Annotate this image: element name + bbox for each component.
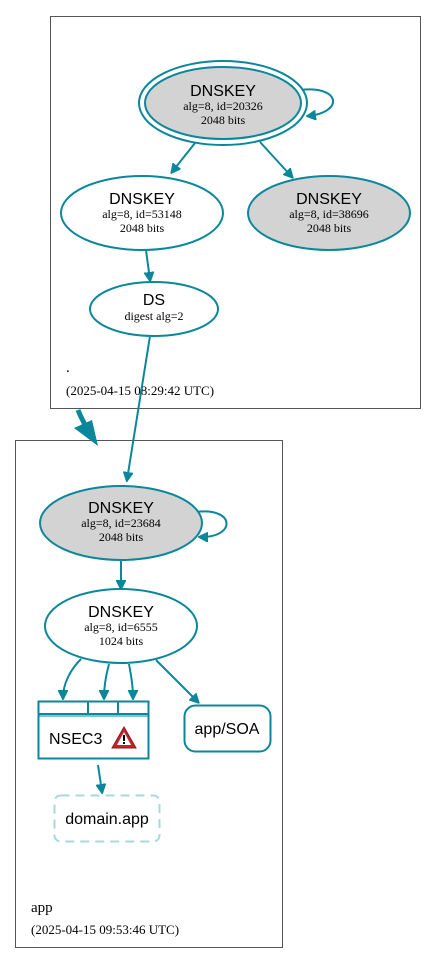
app-zone-timestamp: (2025-04-15 09:53:46 UTC) bbox=[31, 922, 179, 937]
root-zone-timestamp: (2025-04-15 08:29:42 UTC) bbox=[66, 383, 214, 398]
edges bbox=[63, 88, 335, 792]
node-app-ksk-title: DNSKEY bbox=[88, 500, 154, 517]
edge-53148-to-ds bbox=[146, 249, 150, 280]
node-root-dnskey-53148[interactable]: DNSKEY alg=8, id=53148 2048 bits bbox=[60, 175, 224, 251]
node-domain-app[interactable]: domain.app bbox=[53, 794, 161, 843]
node-nsec3-title: NSEC3 bbox=[49, 731, 102, 748]
app-zone-name: app bbox=[31, 900, 53, 916]
edge-root-ksk-to-53148 bbox=[172, 142, 196, 172]
edge-zsk-to-soa bbox=[155, 659, 198, 702]
node-root-ksk-line2: 2048 bits bbox=[201, 113, 246, 127]
node-nsec3[interactable]: NSEC3 bbox=[37, 700, 150, 760]
edge-zsk-to-nsec3-b bbox=[104, 663, 110, 698]
root-zone-name: . bbox=[66, 360, 70, 376]
edge-zsk-to-nsec3-c bbox=[129, 663, 133, 698]
edge-nsec3-to-domain bbox=[98, 764, 102, 792]
delegation-arrow-head bbox=[74, 420, 98, 446]
node-ds-title: DS bbox=[143, 292, 165, 309]
edge-root-ksk-self bbox=[299, 88, 335, 116]
node-app-soa[interactable]: app/SOA bbox=[183, 704, 272, 753]
node-38696-line2: 2048 bits bbox=[307, 221, 352, 235]
node-38696-line1: alg=8, id=38696 bbox=[289, 207, 369, 221]
node-root-ksk[interactable]: DNSKEY alg=8, id=20326 2048 bits bbox=[138, 60, 308, 146]
edge-ds-to-app-ksk bbox=[127, 335, 151, 480]
node-app-ksk[interactable]: DNSKEY alg=8, id=23684 2048 bits bbox=[39, 485, 203, 561]
node-root-dnskey-38696[interactable]: DNSKEY alg=8, id=38696 2048 bits bbox=[247, 175, 411, 251]
node-app-zsk-line2: 1024 bits bbox=[99, 634, 144, 648]
node-app-ksk-line2: 2048 bits bbox=[99, 530, 144, 544]
node-53148-title: DNSKEY bbox=[109, 191, 175, 208]
edge-root-ksk-to-38696 bbox=[259, 141, 292, 177]
node-app-zsk-title: DNSKEY bbox=[88, 604, 154, 621]
node-root-ksk-title: DNSKEY bbox=[190, 83, 256, 100]
node-ds[interactable]: DS digest alg=2 bbox=[89, 281, 219, 337]
node-app-ksk-line1: alg=8, id=23684 bbox=[81, 516, 161, 530]
node-app-soa-title: app/SOA bbox=[195, 721, 260, 738]
node-ds-line1: digest alg=2 bbox=[124, 309, 183, 323]
warning-triangle-icon bbox=[111, 725, 137, 749]
node-38696-title: DNSKEY bbox=[296, 191, 362, 208]
node-domain-app-title: domain.app bbox=[65, 811, 149, 828]
edge-zsk-to-nsec3-a bbox=[63, 658, 82, 698]
node-53148-line1: alg=8, id=53148 bbox=[102, 207, 182, 221]
edge-app-ksk-self bbox=[195, 510, 228, 537]
node-root-ksk-line1: alg=8, id=20326 bbox=[183, 99, 263, 113]
node-53148-line2: 2048 bits bbox=[120, 221, 165, 235]
node-app-zsk[interactable]: DNSKEY alg=8, id=6555 1024 bits bbox=[44, 588, 198, 664]
node-app-zsk-line1: alg=8, id=6555 bbox=[84, 620, 158, 634]
